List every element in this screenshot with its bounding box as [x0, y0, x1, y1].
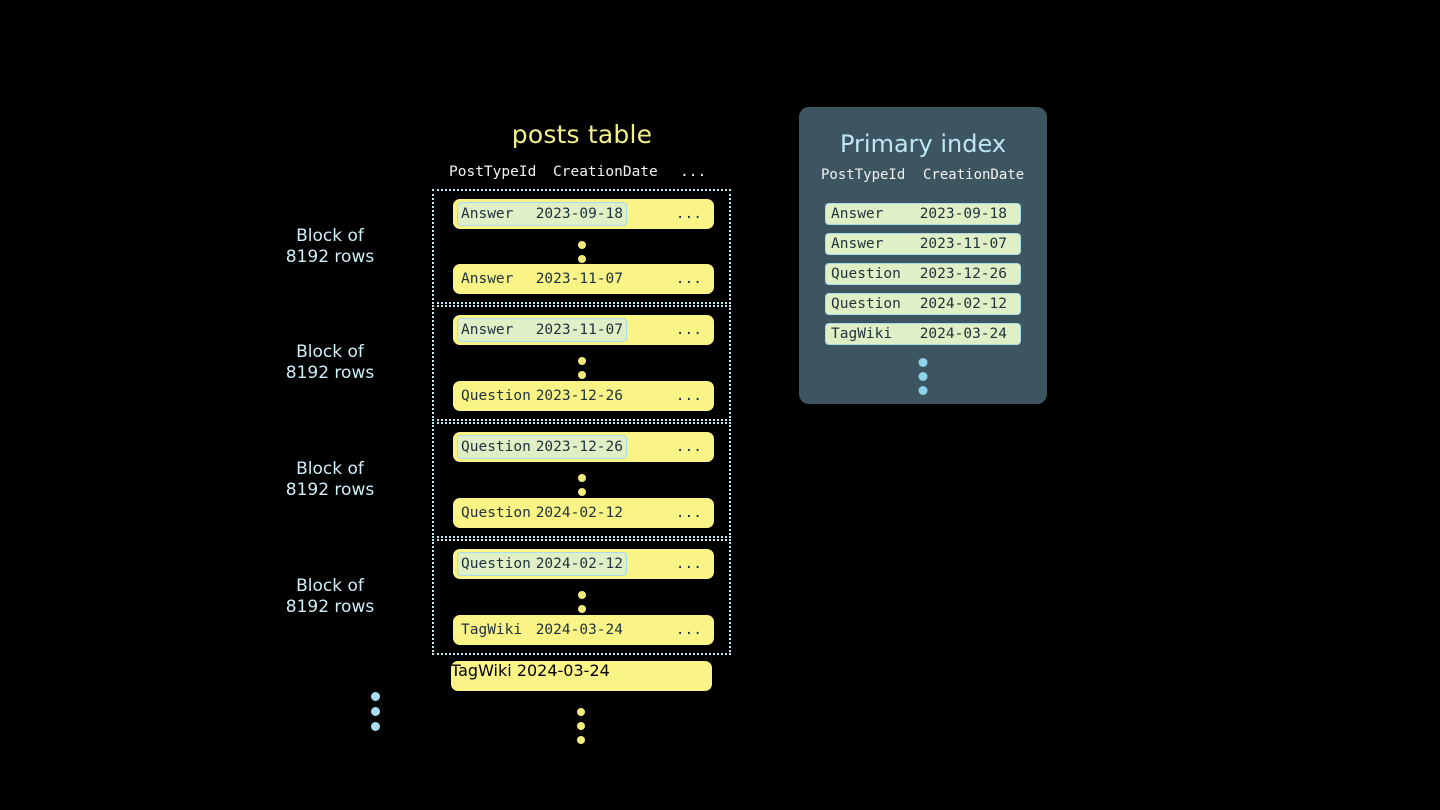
- cell-posttypeid: Answer: [831, 206, 884, 222]
- block-label: Block of 8192 rows: [285, 342, 375, 383]
- cell-posttypeid: Answer: [461, 271, 514, 287]
- table-row: Question 2023-12-26 ...: [453, 432, 714, 462]
- index-entry: Answer 2023-11-07: [825, 233, 1021, 255]
- posts-table-column-headers: PostTypeId CreationDate ...: [432, 164, 732, 186]
- row-highlight-box: Question 2024-02-12: [457, 552, 627, 576]
- cell-posttypeid: TagWiki: [451, 661, 512, 680]
- primary-index-panel: Primary index PostTypeId CreationDate An…: [799, 107, 1047, 404]
- primary-index-entries: Answer 2023-09-18 Answer 2023-11-07 Ques…: [825, 203, 1021, 353]
- block-continuation-dots: [371, 686, 380, 737]
- cell-creationdate: 2024-03-24: [516, 661, 610, 680]
- column-header-more: ...: [680, 164, 707, 180]
- index-entry: TagWiki 2024-03-24: [825, 323, 1021, 345]
- cell-posttypeid: TagWiki: [461, 622, 523, 638]
- cell-more: ...: [675, 271, 702, 287]
- row-cells: Question 2023-12-26: [457, 384, 627, 408]
- cell-creationdate: 2023-12-26: [535, 388, 623, 404]
- cell-posttypeid: Answer: [461, 322, 514, 338]
- cell-more: ...: [675, 556, 702, 572]
- cell-creationdate: 2024-02-12: [535, 556, 623, 572]
- cell-posttypeid: Question: [461, 388, 531, 404]
- cell-creationdate: 2023-12-26: [535, 439, 623, 455]
- table-block: Block of 8192 rows Answer 2023-11-07 ...…: [286, 305, 731, 421]
- column-header-posttypeid: PostTypeId: [821, 167, 906, 183]
- cell-more: ...: [675, 622, 702, 638]
- table-row: Question 2024-02-12 ...: [453, 498, 714, 528]
- index-continuation-dots: [918, 353, 928, 400]
- cell-creationdate: 2024-03-24: [535, 622, 623, 638]
- table-row: Answer 2023-11-07 ...: [453, 315, 714, 345]
- primary-index-title: Primary index: [839, 130, 1007, 158]
- cell-creationdate: 2024-02-12: [919, 296, 1007, 312]
- cell-posttypeid: TagWiki: [831, 326, 893, 342]
- index-entry: Question 2024-02-12: [825, 293, 1021, 315]
- row-highlight-box: TagWiki 2024-03-24: [451, 661, 712, 680]
- column-header-posttypeid: PostTypeId: [449, 164, 537, 180]
- cell-creationdate: 2023-09-18: [919, 206, 1007, 222]
- cell-creationdate: 2023-11-07: [919, 236, 1007, 252]
- table-row: Question 2023-12-26 ...: [453, 381, 714, 411]
- cell-posttypeid: Question: [461, 439, 531, 455]
- table-row: TagWiki 2024-03-24 ...: [453, 615, 714, 645]
- cell-posttypeid: Question: [461, 505, 531, 521]
- index-entry: Question 2023-12-26: [825, 263, 1021, 285]
- cell-posttypeid: Answer: [461, 206, 514, 222]
- table-block: Block of 8192 rows Question 2023-12-26 .…: [286, 422, 731, 538]
- cell-posttypeid: Question: [461, 556, 531, 572]
- block-label: Block of 8192 rows: [285, 459, 375, 500]
- posts-table-title: posts table: [511, 120, 653, 149]
- cell-posttypeid: Answer: [831, 236, 884, 252]
- cell-creationdate: 2023-12-26: [919, 266, 1007, 282]
- cell-posttypeid: Question: [831, 266, 901, 282]
- column-header-creationdate: CreationDate: [923, 167, 1025, 183]
- block-label: Block of 8192 rows: [285, 576, 375, 617]
- cell-more: ...: [675, 439, 702, 455]
- cell-creationdate: 2023-11-07: [535, 322, 623, 338]
- block-label: Block of 8192 rows: [285, 225, 375, 267]
- column-header-creationdate: CreationDate: [553, 164, 658, 180]
- cell-creationdate: 2024-02-12: [535, 505, 623, 521]
- cell-creationdate: 2024-03-24: [919, 326, 1007, 342]
- cell-more: ...: [675, 388, 702, 404]
- table-row: Answer 2023-09-18 ...: [453, 199, 714, 229]
- primary-index-column-headers: PostTypeId CreationDate: [799, 167, 1047, 187]
- table-row: Question 2024-02-12 ...: [453, 549, 714, 579]
- table-block: Block of 8192 rows Question 2024-02-12 .…: [286, 539, 731, 655]
- row-highlight-box: Question 2023-12-26: [457, 435, 627, 459]
- table-row: Answer 2023-11-07 ...: [453, 264, 714, 294]
- cell-posttypeid: Question: [831, 296, 901, 312]
- cell-more: ...: [675, 505, 702, 521]
- table-row: TagWiki 2024-03-24 ...: [451, 661, 712, 699]
- row-cells: TagWiki 2024-03-24: [457, 618, 627, 642]
- table-continuation-dots: [577, 702, 585, 750]
- row-cells: Answer 2023-11-07: [457, 267, 627, 291]
- cell-more: ...: [451, 680, 467, 699]
- posts-table-blocks: Block of 8192 rows Answer 2023-09-18 ...…: [286, 189, 733, 656]
- cell-creationdate: 2023-09-18: [535, 206, 623, 222]
- row-highlight-box: Answer 2023-09-18: [457, 202, 627, 226]
- cell-creationdate: 2023-11-07: [535, 271, 623, 287]
- row-highlight-box: Answer 2023-11-07: [457, 318, 627, 342]
- cell-more: ...: [675, 322, 702, 338]
- cell-more: ...: [675, 206, 702, 222]
- row-cells: Question 2024-02-12: [457, 501, 627, 525]
- index-entry: Answer 2023-09-18: [825, 203, 1021, 225]
- table-block: Block of 8192 rows Answer 2023-09-18 ...…: [286, 189, 731, 304]
